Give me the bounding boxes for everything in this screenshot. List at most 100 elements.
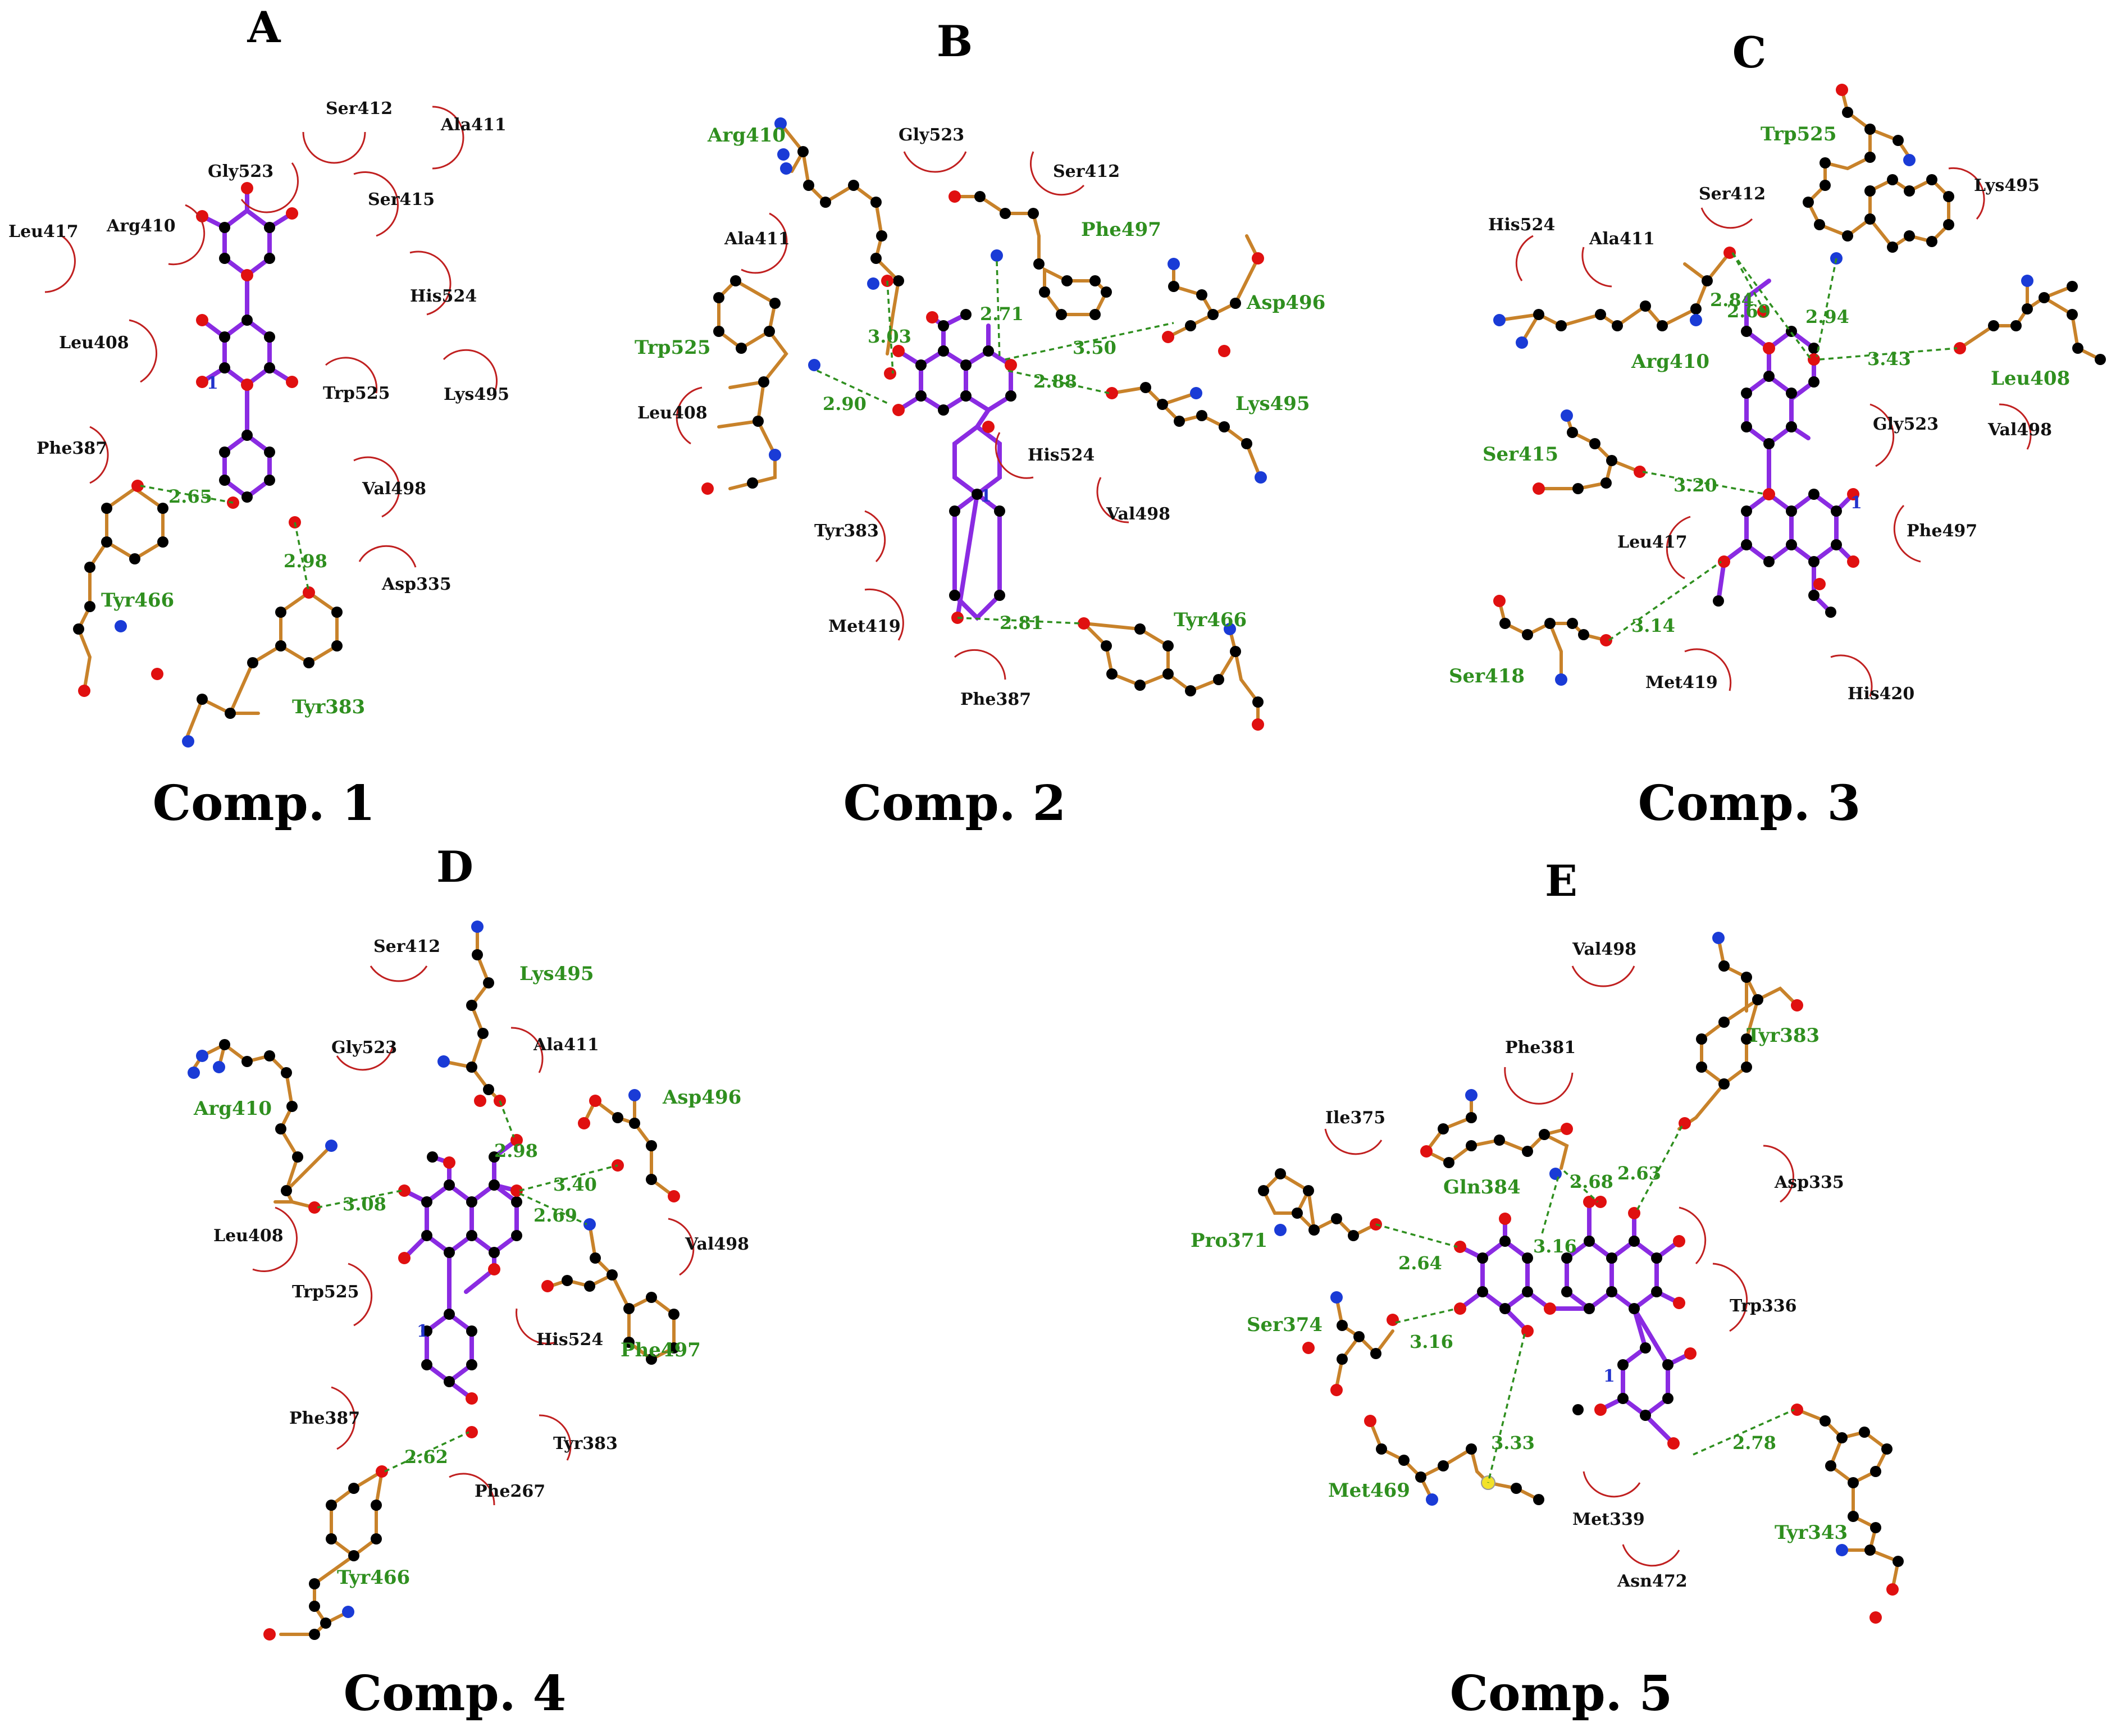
panel-c: C 1 — [1449, 28, 2106, 832]
panel-letter-c: C — [1732, 28, 1767, 78]
hydrophobic-arcs-b — [676, 151, 1129, 680]
residue-label-his524-d: His524 — [536, 1330, 603, 1350]
residue-label-asn472-e: Asn472 — [1617, 1571, 1688, 1591]
residue-label-val498-b: Val498 — [1106, 504, 1170, 524]
hbond-e-7 — [1693, 1409, 1795, 1456]
residue-label-trp336-e: Trp336 — [1730, 1296, 1797, 1316]
ligand-marker-d: 1 — [417, 1322, 428, 1341]
residue-label-met469-e: Met469 — [1328, 1479, 1410, 1502]
distance-b-4: 2.90 — [823, 393, 867, 414]
hbond-c-3 — [1816, 258, 1837, 357]
residues-hb-e: Tyr383 Gln384 Pro371 Ser374 Met469 Tyr34… — [1191, 932, 1904, 1624]
hbond-e-5 — [1395, 1307, 1458, 1324]
residue-label-met419-b: Met419 — [828, 617, 901, 636]
residue-label-his524-b: His524 — [1028, 445, 1095, 465]
residue-label-gln384-e: Gln384 — [1443, 1176, 1521, 1199]
residues-hb-b: Arg410 Phe497 Asp496 Trp525 Lys495 Tyr46… — [635, 117, 1325, 731]
residue-label-phe387-a: Phe387 — [37, 439, 107, 458]
residue-label-tyr383-e: Tyr383 — [1746, 1024, 1820, 1047]
distance-d-2: 3.08 — [343, 1193, 386, 1215]
residue-label-phe381-e: Phe381 — [1505, 1038, 1576, 1058]
residue-label-his420-c: His420 — [1848, 684, 1914, 704]
distance-c-2: 2.69 — [1727, 300, 1771, 322]
residue-label-gly523-d: Gly523 — [331, 1038, 397, 1058]
residue-label-tyr343-e: Tyr343 — [1775, 1521, 1848, 1544]
ligand-marker-a: 1 — [207, 373, 218, 393]
distance-e-2: 2.63 — [1617, 1163, 1661, 1184]
residue-label-ser374-e: Ser374 — [1247, 1314, 1323, 1336]
residue-label-val498-a: Val498 — [362, 479, 426, 499]
hbond-e-4 — [1375, 1223, 1458, 1248]
ligand-marker-b: 1 — [980, 486, 992, 506]
ligand-b: 1 — [884, 309, 1017, 624]
hbond-d-3 — [519, 1164, 618, 1192]
residue-label-asp335-a: Asp335 — [381, 575, 452, 594]
residue-label-gly523-a: Gly523 — [208, 162, 273, 181]
panel-letter-b: B — [937, 16, 973, 66]
distance-c-3: 2.94 — [1805, 306, 1849, 327]
hbond-b-4 — [817, 370, 891, 405]
residue-label-leu408-a: Leu408 — [59, 333, 129, 353]
residue-label-ser412-d: Ser412 — [373, 937, 440, 956]
hbond-e-2 — [1636, 1126, 1683, 1211]
residue-label-asp335-e: Asp335 — [1774, 1173, 1844, 1192]
hbond-c-2 — [1731, 252, 1812, 361]
distance-a-2: 2.98 — [284, 550, 327, 572]
residue-label-tyr383-b: Tyr383 — [814, 521, 879, 541]
hydrophobic-arcs-c — [1515, 167, 2032, 697]
distance-d-1: 2.98 — [494, 1140, 538, 1161]
residue-label-leu417-c: Leu417 — [1617, 532, 1688, 552]
distance-d-3: 3.40 — [553, 1174, 597, 1195]
distance-b-2: 2.71 — [980, 303, 1024, 325]
distance-e-6: 3.33 — [1491, 1432, 1535, 1453]
hydrophobic-labels-e: Val498 Phe381 Ile375 Asp335 Trp336 Met33… — [1325, 940, 1844, 1591]
hbond-a-2 — [294, 522, 310, 593]
distance-c-1: 2.84 — [1710, 289, 1754, 311]
hbond-a-1 — [140, 485, 234, 504]
residue-label-lys495-a: Lys495 — [444, 385, 509, 404]
hydrophobic-labels-b: Gly523 Ser412 Ala411 Leu408 His524 Val49… — [637, 125, 1170, 709]
residue-label-arg410-c: Arg410 — [1631, 350, 1709, 373]
panel-b: B 1 — [635, 16, 1325, 832]
hydrophobic-labels-d: Ser412 Gly523 Ala411 Leu408 Val498 Trp52… — [213, 937, 749, 1501]
residues-hb-d: Lys495 Arg410 Asp496 Phe497 Tyr466 — [188, 921, 741, 1641]
residue-label-ser412-b: Ser412 — [1053, 162, 1120, 181]
panel-a: A 1 Tyr466 Tyr383 — [8, 2, 509, 832]
residue-label-gly523-b: Gly523 — [899, 125, 964, 145]
distance-e-4: 2.64 — [1398, 1252, 1442, 1274]
residue-label-ser412-c: Ser412 — [1699, 184, 1766, 204]
residue-label-met339-e: Met339 — [1572, 1510, 1645, 1529]
panel-letter-e: E — [1545, 856, 1577, 906]
residue-label-asp496-b: Asp496 — [1246, 291, 1325, 314]
hbond-b-1 — [886, 280, 894, 374]
hydrophobic-labels-c: Ser412 Lys495 Ala411 His524 Gly523 Val49… — [1488, 176, 2052, 704]
residue-tyr383-a: Tyr383 — [151, 586, 365, 748]
residue-label-ser415-a: Ser415 — [368, 190, 435, 209]
residue-label-his524-a: His524 — [410, 286, 477, 306]
hbond-b-6 — [957, 617, 1082, 625]
residue-label-pro371-e: Pro371 — [1191, 1229, 1267, 1252]
panel-e: E 1 — [1191, 856, 1904, 1722]
hbond-c-6 — [1608, 561, 1722, 641]
residue-label-leu408-d: Leu408 — [213, 1226, 284, 1246]
hydrophobic-labels-a: Ser412 Ala411 Gly523 Ser415 Arg410 Leu41… — [8, 99, 509, 594]
residue-label-ser412-a: Ser412 — [326, 99, 393, 119]
residue-label-arg410-b: Arg410 — [707, 124, 786, 147]
residue-label-phe497-d: Phe497 — [621, 1339, 701, 1361]
distance-e-1: 2.68 — [1570, 1171, 1613, 1192]
residue-label-lys495-c: Lys495 — [1974, 176, 2040, 195]
distance-e-3: 3.16 — [1533, 1236, 1577, 1257]
residue-label-tyr466-d: Tyr466 — [337, 1566, 410, 1589]
distance-c-4: 3.43 — [1867, 348, 1911, 370]
distance-d-5: 2.62 — [404, 1446, 448, 1468]
residue-label-phe387-b: Phe387 — [960, 690, 1031, 709]
caption-e: Comp. 5 — [1450, 1665, 1673, 1722]
residue-label-ser415-c: Ser415 — [1483, 443, 1558, 466]
residue-label-leu408-b: Leu408 — [637, 403, 708, 423]
ligand-e: 1 — [1454, 1196, 1697, 1450]
ligand-c: 1 — [1713, 279, 1862, 618]
caption-c: Comp. 3 — [1638, 775, 1861, 832]
residue-label-ala411-a: Ala411 — [440, 115, 507, 135]
